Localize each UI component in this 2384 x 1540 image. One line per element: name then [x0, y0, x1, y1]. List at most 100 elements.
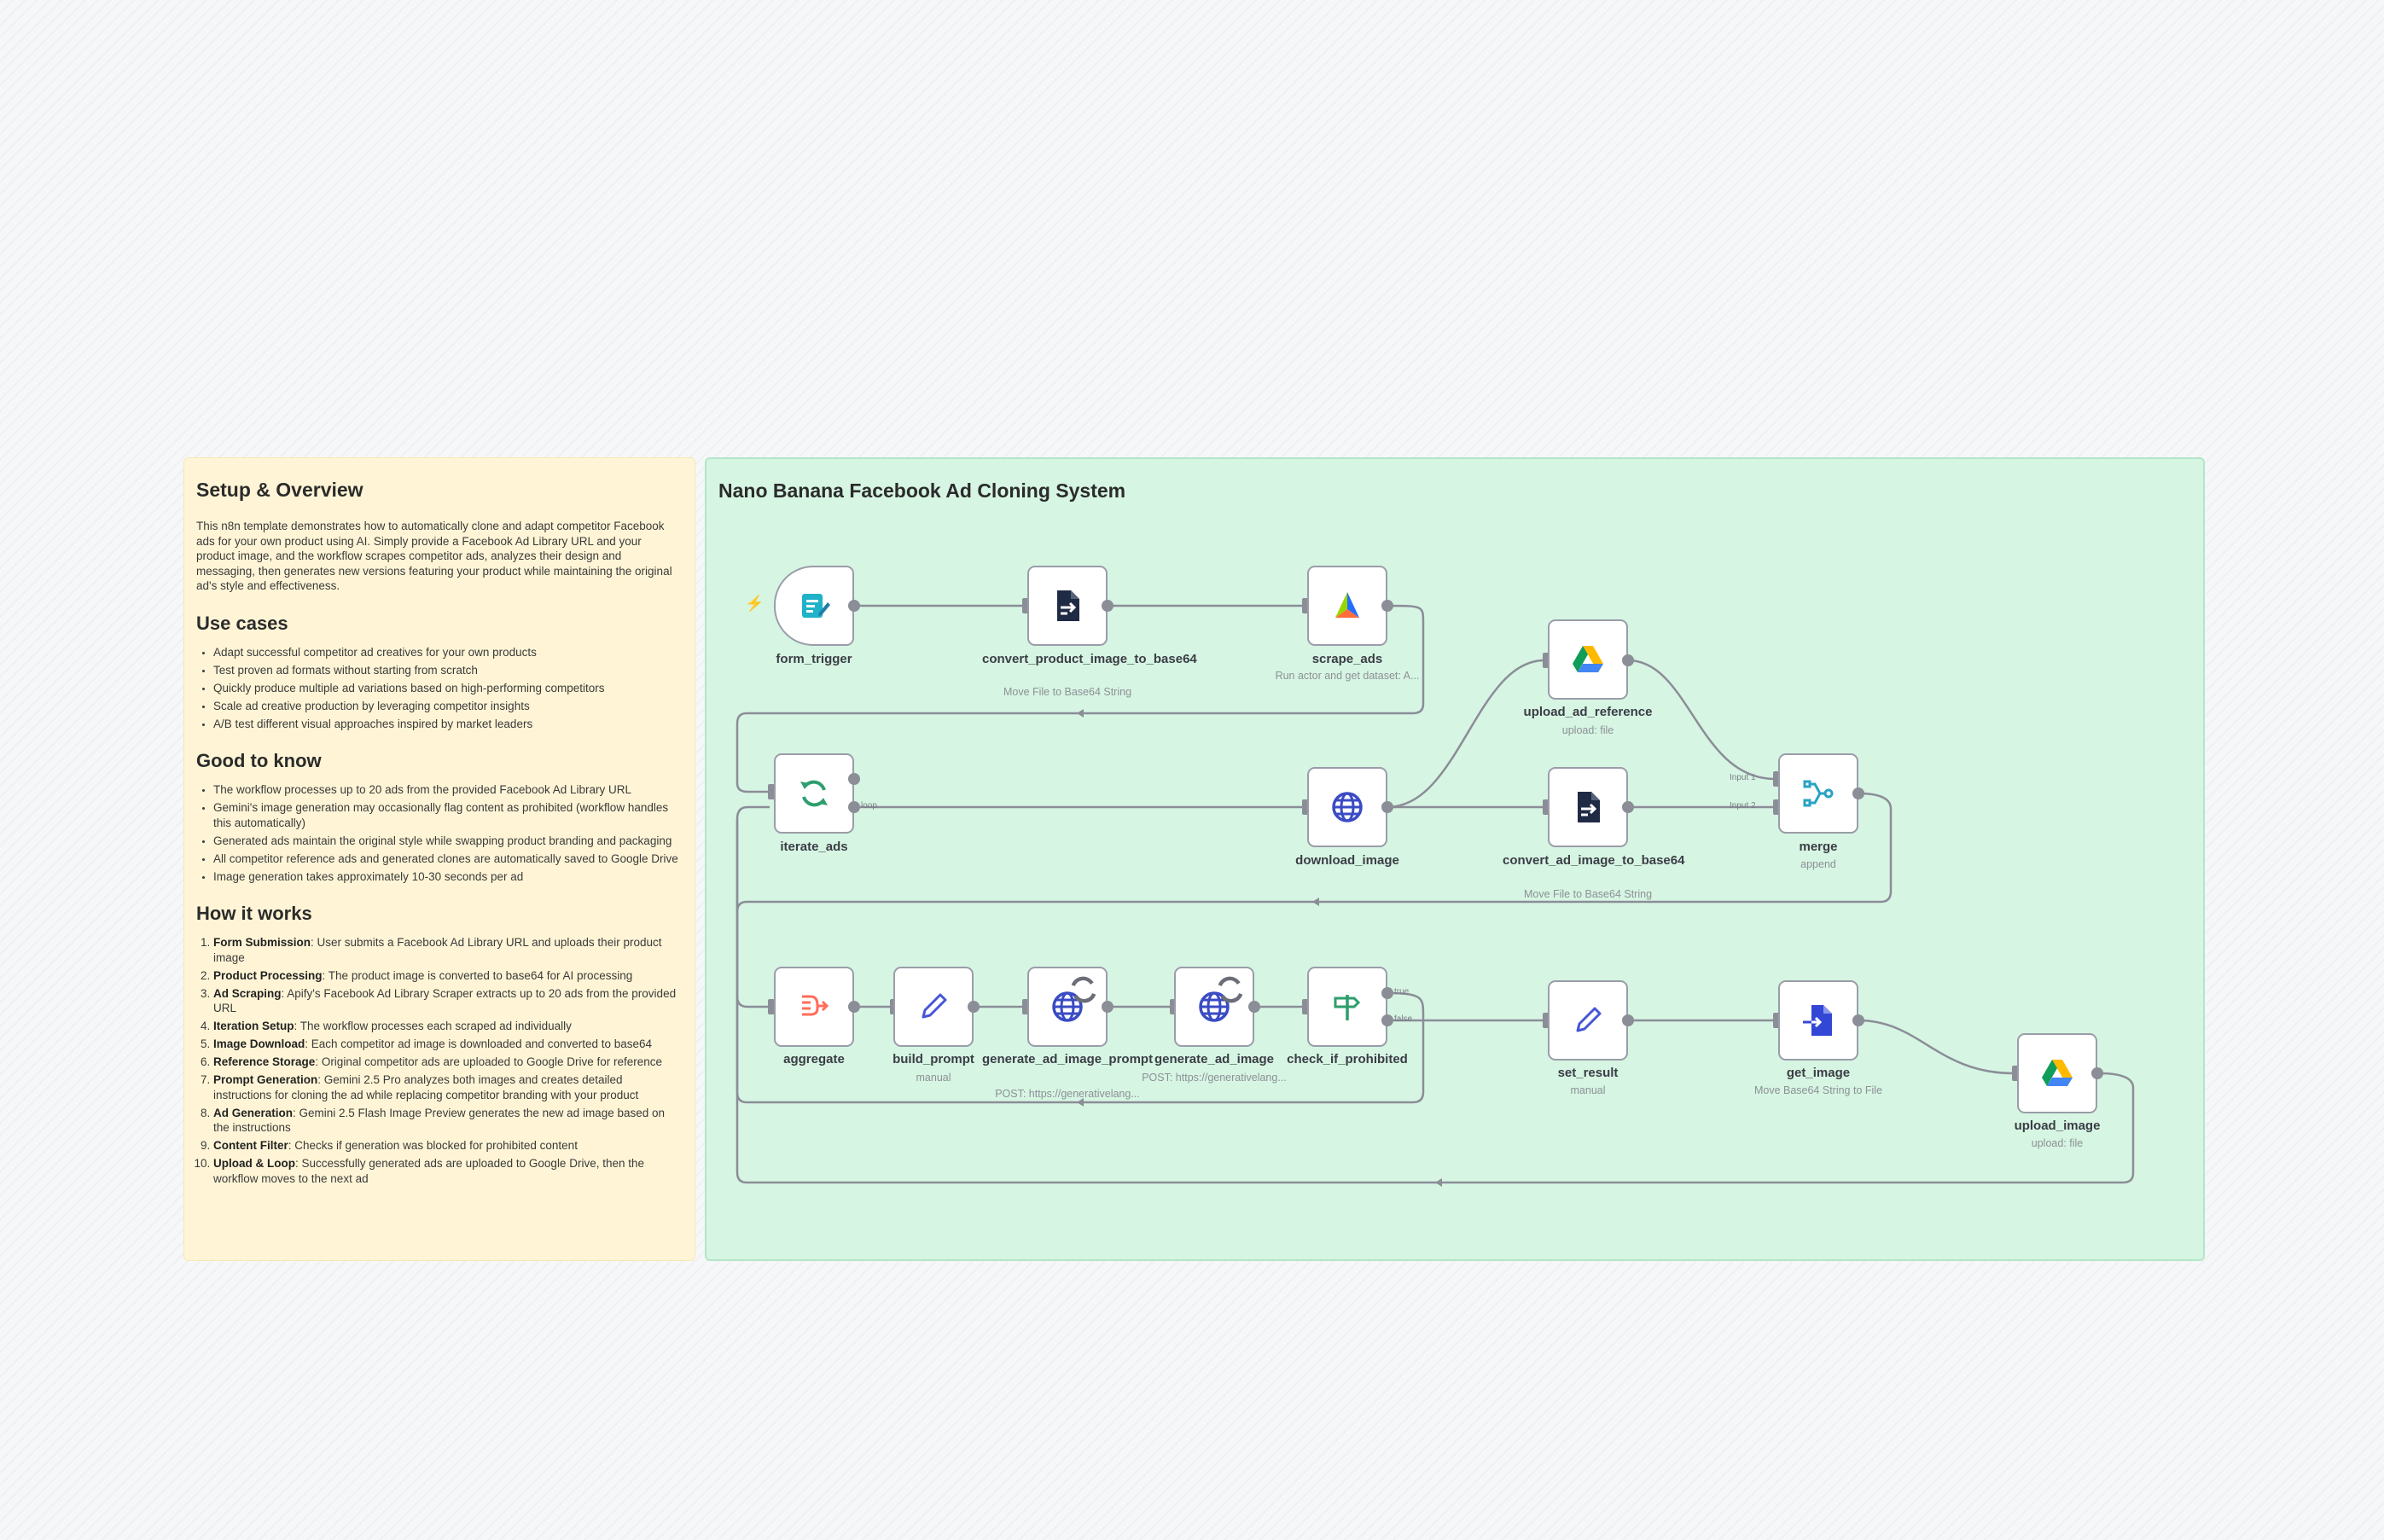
- output-handle[interactable]: [1852, 787, 1864, 799]
- input-handle[interactable]: [1543, 1013, 1550, 1028]
- good-to-know-list: The workflow processes up to 20 ads from…: [196, 782, 683, 884]
- input-handle[interactable]: [1302, 999, 1309, 1014]
- node-scrape-ads[interactable]: [1307, 566, 1387, 646]
- setup-overview-note[interactable]: Setup & Overview This n8n template demon…: [183, 457, 695, 1261]
- node-form-trigger[interactable]: [774, 566, 854, 646]
- google-drive-icon: [1573, 646, 1603, 672]
- list-item: Quickly produce multiple ad variations b…: [213, 681, 683, 696]
- output-handle[interactable]: [968, 1001, 980, 1013]
- output-handle[interactable]: [1102, 600, 1114, 612]
- connection: [736, 819, 2135, 1184]
- node-subtitle: Move File to Base64 String: [1523, 888, 1653, 900]
- list-item: Adapt successful competitor ad creatives…: [213, 645, 683, 660]
- output-handle[interactable]: [1622, 801, 1634, 813]
- use-cases-list: Adapt successful competitor ad creatives…: [196, 645, 683, 732]
- input-handle[interactable]: [1773, 771, 1780, 787]
- output-handle[interactable]: [1381, 801, 1393, 813]
- input-handle[interactable]: [1022, 598, 1029, 613]
- connection: [736, 792, 1893, 1008]
- input-handle[interactable]: [1543, 653, 1550, 668]
- node-get-image[interactable]: [1778, 980, 1858, 1061]
- list-item: Ad Scraping: Apify's Facebook Ad Library…: [213, 986, 683, 1016]
- loop-port-label: loop: [861, 801, 877, 811]
- input1-port-label: Input 1: [1730, 773, 1756, 782]
- node-label: convert_product_image_to_base64: [982, 652, 1197, 666]
- done-output-handle[interactable]: [848, 773, 860, 785]
- node-upload-ad-reference[interactable]: [1548, 619, 1628, 700]
- node-iterate-ads[interactable]: [774, 753, 854, 834]
- node-set-result[interactable]: [1548, 980, 1628, 1061]
- output-handle[interactable]: [848, 600, 860, 612]
- node-convert-ad-image[interactable]: [1548, 767, 1628, 847]
- workflow-group-note[interactable]: Nano Banana Facebook Ad Cloning System: [705, 457, 2205, 1261]
- node-generate-ad-image-prompt[interactable]: [1027, 967, 1108, 1047]
- input-handle[interactable]: [1773, 1013, 1780, 1028]
- node-generate-ad-image[interactable]: [1174, 967, 1254, 1047]
- node-build-prompt[interactable]: [893, 967, 974, 1047]
- node-subtitle: upload: file: [2031, 1137, 2084, 1149]
- connection: [1858, 1019, 2015, 1075]
- list-item: Image generation takes approximately 10-…: [213, 869, 683, 885]
- file-convert-icon: [1057, 590, 1079, 621]
- list-item: A/B test different visual approaches ins…: [213, 717, 683, 732]
- form-icon: [802, 594, 830, 618]
- list-item: Content Filter: Checks if generation was…: [213, 1138, 683, 1154]
- google-drive-icon: [2042, 1060, 2073, 1086]
- globe-icon: [1332, 792, 1363, 822]
- node-label: generate_ad_image: [1154, 1052, 1275, 1066]
- output-handle[interactable]: [1248, 1001, 1260, 1013]
- node-label: build_prompt: [893, 1052, 974, 1066]
- list-item: Form Submission: User submits a Facebook…: [213, 935, 683, 965]
- output-handle[interactable]: [1852, 1014, 1864, 1026]
- output-handle[interactable]: [1622, 1014, 1634, 1026]
- input-handle[interactable]: [1543, 799, 1550, 815]
- node-label: upload_ad_reference: [1523, 705, 1653, 719]
- list-item: Generated ads maintain the original styl…: [213, 834, 683, 849]
- node-convert-product-image[interactable]: [1027, 566, 1108, 646]
- list-item: All competitor reference ads and generat…: [213, 851, 683, 867]
- output-handle[interactable]: [848, 1001, 860, 1013]
- input-handle[interactable]: [768, 784, 775, 799]
- false-output-handle[interactable]: [1381, 1014, 1393, 1026]
- input-handle[interactable]: [2012, 1066, 2019, 1081]
- node-aggregate[interactable]: [774, 967, 854, 1047]
- output-handle[interactable]: [1622, 654, 1634, 666]
- good-to-know-heading: Good to know: [196, 750, 322, 771]
- input-handle[interactable]: [1170, 999, 1177, 1014]
- pencil-icon: [922, 993, 947, 1019]
- input2-port-label: Input 2: [1730, 801, 1756, 811]
- input-handle[interactable]: [1773, 799, 1780, 815]
- globe-icon: [1052, 991, 1083, 1022]
- node-check-if-prohibited[interactable]: [1307, 967, 1387, 1047]
- input-handle[interactable]: [1022, 999, 1029, 1014]
- node-label: merge: [1799, 840, 1838, 854]
- connection: [736, 604, 1425, 793]
- output-handle[interactable]: [2091, 1067, 2103, 1079]
- input-handle[interactable]: [768, 999, 775, 1014]
- list-item: Ad Generation: Gemini 2.5 Flash Image Pr…: [213, 1106, 683, 1136]
- merge-icon: [1803, 780, 1834, 807]
- retry-icon: [1218, 976, 1243, 1003]
- true-output-handle[interactable]: [1381, 987, 1393, 999]
- loop-output-handle[interactable]: [848, 801, 860, 813]
- node-download-image[interactable]: [1307, 767, 1387, 847]
- list-item: Reference Storage: Original competitor a…: [213, 1055, 683, 1070]
- input-handle[interactable]: [1302, 598, 1309, 613]
- input-handle[interactable]: [1302, 799, 1309, 815]
- false-port-label: false: [1394, 1014, 1413, 1024]
- node-subtitle: manual: [916, 1072, 951, 1084]
- node-subtitle: POST: https://generativelang...: [1142, 1072, 1287, 1084]
- node-merge[interactable]: [1778, 753, 1858, 834]
- output-handle[interactable]: [1381, 600, 1393, 612]
- file-import-icon: [1803, 1005, 1832, 1036]
- pencil-icon: [1576, 1007, 1602, 1032]
- apify-icon: [1335, 592, 1359, 618]
- node-label: aggregate: [783, 1052, 845, 1066]
- list-item: The workflow processes up to 20 ads from…: [213, 782, 683, 798]
- output-handle[interactable]: [1102, 1001, 1114, 1013]
- node-label: scrape_ads: [1311, 652, 1383, 666]
- trigger-bolt-icon: ⚡: [745, 595, 765, 612]
- node-upload-image[interactable]: [2017, 1033, 2097, 1113]
